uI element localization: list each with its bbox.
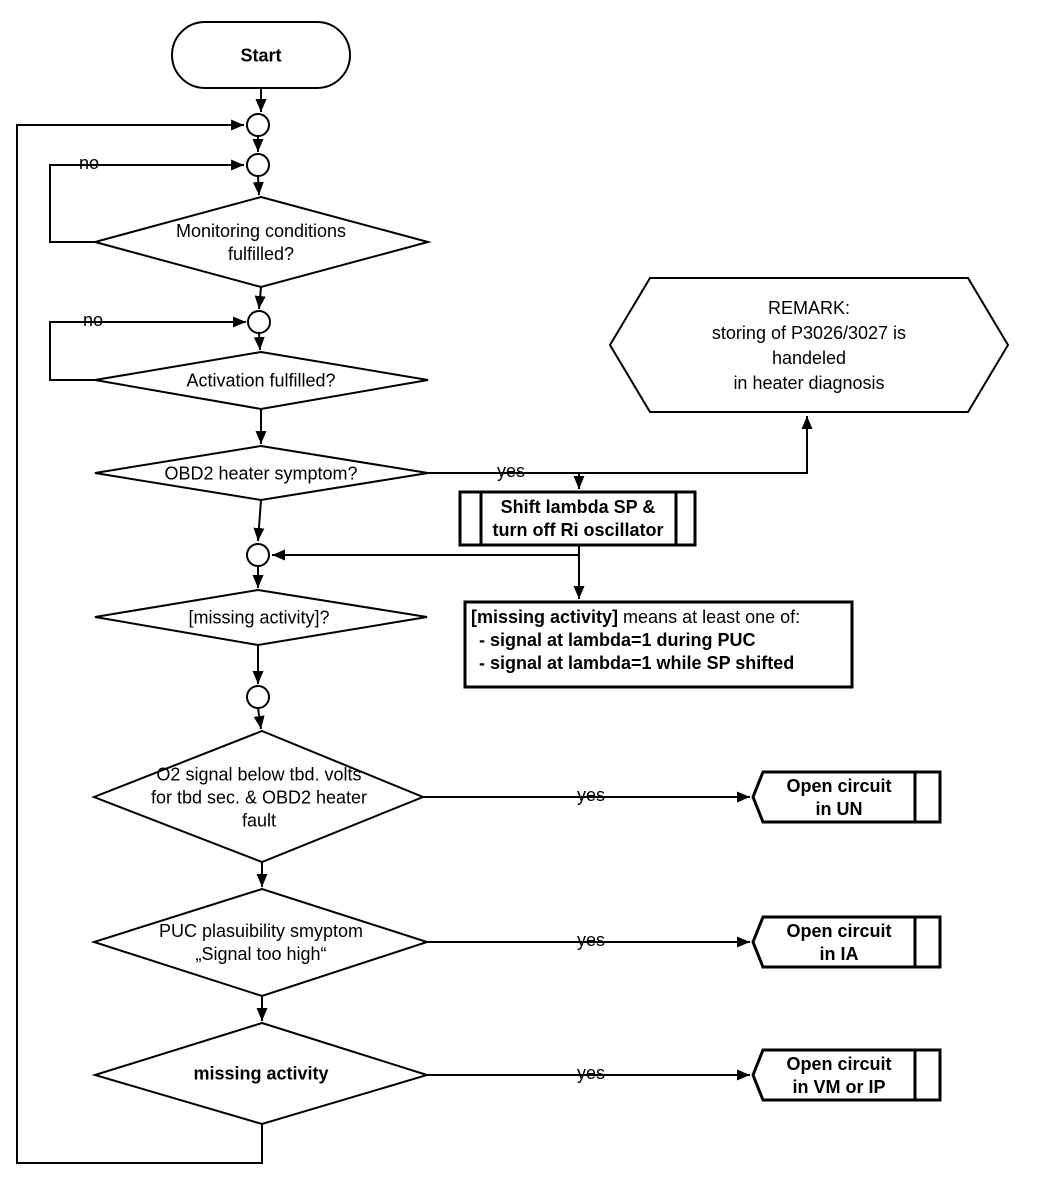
label-no-monitoring: no [78, 153, 100, 173]
open-un-shape [751, 770, 942, 824]
label-no-activation: no [82, 310, 104, 330]
shift-label: Shift lambda SP & turn off Ri oscillator [492, 497, 664, 540]
remark-hexagon-shape [608, 277, 1010, 413]
note-block: [missing activity] means at least one of… [471, 606, 849, 675]
note-term: [missing activity] [471, 607, 619, 627]
junction-3-shape [247, 310, 271, 334]
junction-1-shape [246, 113, 270, 137]
label-yes-o2: yes [576, 785, 606, 805]
label-yes-obd2: yes [496, 461, 526, 481]
decision-monitoring-shape [91, 195, 432, 289]
decision-obd2-shape [94, 444, 429, 502]
start-label: Start [240, 45, 282, 66]
start-terminator-shape [171, 21, 351, 89]
label-yes-missing: yes [576, 1063, 606, 1083]
obd2-label: OBD2 heater symptom? [164, 463, 358, 484]
junction-2-shape [246, 153, 270, 177]
open-vm-ip-label: Open circuit in VM or IP [786, 1054, 892, 1097]
edge-junction2-to-monitoring [252, 175, 264, 196]
edge-no-activation [49, 316, 246, 381]
missing-activity-label: missing activity [193, 1063, 329, 1084]
note-box-shape [463, 600, 854, 689]
shift-process-shape [458, 490, 697, 547]
note-title: [missing activity] means at least one of… [471, 606, 849, 629]
label-yes-puc: yes [576, 930, 606, 950]
decision-activation-shape [94, 350, 429, 411]
monitoring-label: Monitoring conditions fulfilled? [175, 221, 347, 264]
open-un-label: Open circuit in UN [786, 776, 892, 819]
o2-signal-label: O2 signal below tbd. volts for tbd sec. … [150, 764, 368, 831]
junction-4-shape [246, 543, 270, 567]
decision-o2-signal-shape [91, 729, 426, 864]
edge-obd2-to-junction4 [253, 499, 265, 542]
activation-label: Activation fulfilled? [186, 370, 336, 391]
edge-no-monitoring [49, 159, 244, 243]
edge-loop-return [16, 119, 263, 1164]
open-ia-label: Open circuit in IA [786, 921, 892, 964]
junction-5-shape [246, 685, 270, 709]
edge-junction3-to-activation [253, 332, 265, 351]
note-item-2: - signal at lambda=1 while SP shifted [479, 653, 795, 673]
decision-missing-check-shape [94, 588, 428, 647]
decision-puc-shape [90, 887, 431, 998]
decision-missing-activity-shape [91, 1021, 431, 1126]
edge-yes-obd2-to-remark [428, 416, 813, 474]
open-ia-shape [751, 915, 942, 969]
puc-label: PUC plasuibility smyptom „Signal too hig… [158, 921, 364, 964]
open-vm-ip-shape [751, 1048, 942, 1102]
edge-junction5-to-o2 [253, 707, 265, 730]
remark-label: REMARK: storing of P3026/3027 is handele… [711, 298, 907, 393]
note-title-rest: means at least one of: [618, 607, 801, 627]
edge-monitoring-to-junction3 [254, 286, 266, 310]
note-item-1: - signal at lambda=1 during PUC [479, 630, 756, 650]
missing-check-label: [missing activity]? [188, 607, 330, 628]
